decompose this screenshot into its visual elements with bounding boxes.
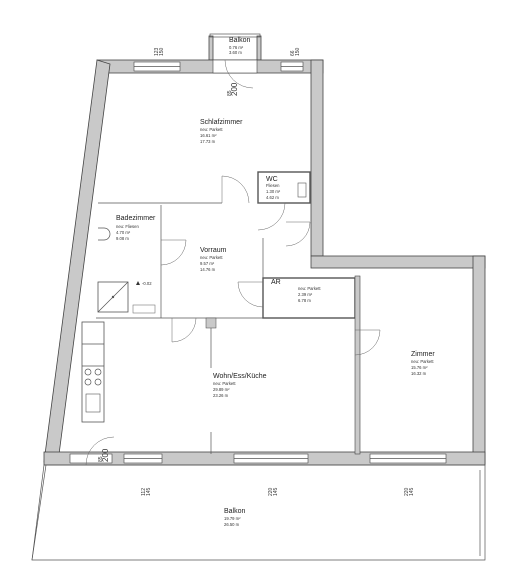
dimension-value: 200	[230, 82, 239, 96]
room-area: 2.39 m²	[298, 292, 313, 297]
room-name: Badezimmer	[116, 215, 156, 222]
dimension-door-top: 85 200	[227, 82, 239, 96]
room-area: 1.30 m²	[266, 189, 281, 194]
room-name: Schlafzimmer	[200, 119, 243, 126]
room-perimeter: 16.32 m	[411, 371, 427, 376]
room-name: Zimmer	[411, 351, 435, 358]
outer-walls	[43, 35, 486, 466]
room-floor: Fliesen	[266, 183, 280, 188]
room-floor: neu: Parkett	[200, 255, 223, 260]
room-area: 15.76 m²	[411, 365, 428, 370]
dimension-win-bottom-2: 220 145	[268, 487, 279, 496]
room-perimeter: 6.78 m	[298, 298, 311, 303]
room-perimeter: 9.08 m	[116, 236, 129, 241]
room-area: 29.89 m²	[213, 387, 230, 392]
room-area: 9.57 m²	[200, 261, 215, 266]
shower-level: -0.02	[142, 281, 152, 286]
burner-icon	[94, 368, 102, 376]
room-perimeter: 23.26 m	[213, 393, 229, 398]
room-floor: neu: Parkett	[213, 381, 236, 386]
dimension-value: 85	[98, 456, 104, 462]
room-floor: neu: Fliesen	[116, 224, 139, 229]
dimension-value: 112	[141, 488, 147, 496]
room-label-balkon-top: Balkon 0.76 m² 3.60 m	[229, 37, 251, 55]
dimension-value: 66	[290, 50, 296, 56]
room-name: AR	[271, 279, 281, 286]
room-perimeter: 17.73 m	[200, 139, 216, 144]
dimension-win-top-right: 66 150	[290, 47, 301, 56]
dimension-value: 200	[101, 448, 110, 462]
dimension-win-bottom-1: 112 145	[141, 487, 152, 496]
balconies	[31, 33, 486, 561]
room-floor: neu: Parkett	[200, 127, 223, 132]
level-marker-icon	[136, 281, 140, 285]
room-name: WC	[266, 176, 278, 183]
room-name: Wohn/Ess/Küche	[213, 373, 267, 380]
room-area: 16.61 m²	[200, 133, 217, 138]
burner-icon	[84, 378, 92, 386]
dimension-value: 150	[159, 47, 165, 56]
room-area: 4.70 m²	[116, 230, 131, 235]
dimension-value: 220	[404, 487, 410, 496]
room-label-schlafzimmer: Schlafzimmer neu: Parkett 16.61 m² 17.73…	[200, 119, 243, 144]
dimension-value: 123	[154, 47, 160, 56]
dimension-value: 85	[227, 90, 233, 96]
room-name: Vorraum	[200, 247, 227, 254]
windows	[69, 59, 447, 464]
room-perimeter: 3.60 m	[229, 50, 242, 55]
room-perimeter: 26.50 m	[224, 522, 240, 527]
room-label-wc: WC Fliesen 1.30 m² 4.62 m	[266, 176, 281, 200]
doors	[85, 59, 381, 466]
dimension-win-bottom-3: 220 145	[404, 487, 415, 496]
dimension-win-top-left: 123 150	[154, 47, 165, 56]
room-label-wohn-ess-kueche: Wohn/Ess/Küche neu: Parkett 29.89 m² 23.…	[213, 373, 267, 398]
room-perimeter: 14.76 m	[200, 267, 216, 272]
burner-icon	[94, 378, 102, 386]
dimension-value: 145	[409, 487, 415, 496]
room-area: 0.76 m²	[229, 45, 244, 50]
room-label-badezimmer: Badezimmer neu: Fliesen 4.70 m² 9.08 m	[116, 215, 156, 241]
room-label-vorraum: Vorraum neu: Parkett 9.57 m² 14.76 m	[200, 247, 227, 272]
dimension-value: 220	[268, 487, 274, 496]
dimension-value: 145	[146, 487, 152, 496]
dimension-value: 145	[273, 487, 279, 496]
fixtures	[81, 182, 307, 423]
room-label-balkon-bottom: Balkon 19.79 m² 26.50 m	[224, 508, 246, 527]
room-label-ar: AR neu: Parkett 2.39 m² 6.78 m	[271, 279, 321, 303]
room-floor: neu: Parkett	[411, 359, 434, 364]
room-floor: neu: Parkett	[298, 286, 321, 291]
room-name: Balkon	[229, 37, 251, 44]
room-label-zimmer: Zimmer neu: Parkett 15.76 m² 16.32 m	[411, 351, 435, 376]
dimension-door-bottom: 85 200	[98, 448, 110, 462]
room-area: 19.79 m²	[224, 516, 241, 521]
room-perimeter: 4.62 m	[266, 195, 279, 200]
room-name: Balkon	[224, 508, 246, 515]
inner-walls	[96, 171, 361, 455]
burner-icon	[84, 368, 92, 376]
dimension-value: 150	[295, 47, 301, 56]
